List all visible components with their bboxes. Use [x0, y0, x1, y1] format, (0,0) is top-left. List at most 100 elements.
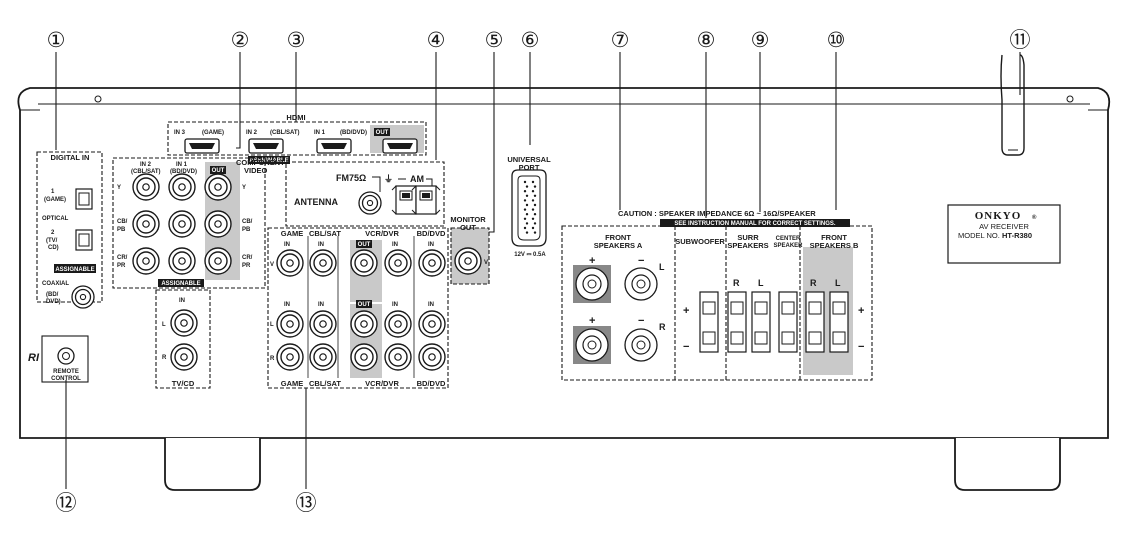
svg-text:IN 1: IN 1 — [314, 130, 326, 136]
svg-text:L: L — [659, 262, 665, 272]
svg-text:IN: IN — [179, 298, 185, 304]
component-out-y-jack[interactable] — [204, 173, 232, 201]
composite-game-video-jack[interactable] — [276, 249, 304, 277]
composite-vcrdvr-video-in-jack[interactable] — [384, 249, 412, 277]
svg-text:R: R — [162, 355, 167, 361]
hdmi-in-1-port[interactable] — [316, 138, 352, 154]
composite-cblsat-audio-l-jack[interactable] — [309, 310, 337, 338]
component-in1-pb-jack[interactable] — [168, 210, 196, 238]
front-b-right-terminals[interactable] — [805, 291, 825, 353]
component-out-pr-jack[interactable] — [204, 247, 232, 275]
svg-text:VCR/DVR: VCR/DVR — [365, 379, 399, 388]
center-speaker-terminals[interactable] — [778, 291, 798, 353]
svg-text:SPEAKERS A: SPEAKERS A — [594, 241, 643, 250]
composite-vcrdvr-audio-out-r-jack[interactable] — [350, 343, 378, 371]
universal-port-pin — [523, 217, 527, 220]
front-a-right-minus-post[interactable] — [624, 328, 658, 362]
universal-port-pin — [525, 185, 529, 188]
universal-port-pin — [533, 185, 537, 188]
fm-antenna-jack[interactable] — [358, 191, 382, 215]
optical-in-1-port[interactable] — [75, 188, 93, 210]
composite-game-audio-l-jack[interactable] — [276, 310, 304, 338]
svg-text:OUT: OUT — [358, 242, 371, 248]
svg-text:IN: IN — [392, 302, 398, 308]
component-in2-pb-jack[interactable] — [132, 210, 160, 238]
front-a-left-plus-post[interactable] — [573, 265, 611, 303]
composite-bddvd-video-jack[interactable] — [418, 249, 446, 277]
svg-text:SPEAKERS: SPEAKERS — [727, 241, 768, 250]
svg-text:IN: IN — [284, 302, 290, 308]
am-label: AM — [410, 174, 424, 184]
component-out-pb-jack[interactable] — [204, 210, 232, 238]
model-badge: ONKYO ® AV RECEIVER MODEL NO. HT-R380 — [947, 204, 1061, 264]
svg-text:IN 2: IN 2 — [140, 162, 152, 168]
component-in1-y-jack[interactable] — [168, 173, 196, 201]
callout-11: ⑪ — [1010, 29, 1031, 52]
caution-text: CAUTION : SPEAKER IMPEDANCE 6Ω ~ 16Ω/SPE… — [618, 209, 816, 218]
composite-vcrdvr-video-out-jack[interactable] — [350, 249, 378, 277]
component-in2-pr-jack[interactable] — [132, 247, 160, 275]
svg-text:TV/CD: TV/CD — [172, 379, 195, 388]
svg-text:PR: PR — [117, 263, 126, 269]
universal-port-pin — [523, 190, 527, 193]
monitor-out-video-jack[interactable] — [454, 247, 482, 275]
hdmi-in-3-port[interactable] — [184, 138, 220, 154]
remote-control-jack[interactable] — [57, 347, 75, 365]
composite-cblsat-video-jack[interactable] — [309, 249, 337, 277]
am-antenna-clip-2[interactable] — [411, 185, 441, 215]
svg-text:PR: PR — [242, 263, 251, 269]
optical-in-2-port[interactable] — [75, 229, 93, 251]
svg-text:R: R — [270, 356, 275, 362]
callout-10: ⑩ — [827, 29, 846, 52]
component-video-section: COMPONENT VIDEO IN 2 (CBL/SAT) IN 1 (BD/… — [112, 157, 285, 289]
composite-bddvd-audio-r-jack[interactable] — [418, 343, 446, 371]
svg-text:CENTER: CENTER — [776, 236, 801, 242]
composite-cblsat-audio-r-jack[interactable] — [309, 343, 337, 371]
coaxial-in-jack[interactable] — [71, 285, 95, 309]
svg-text:(BD/: (BD/ — [46, 292, 59, 298]
component-in1-pr-jack[interactable] — [168, 247, 196, 275]
svg-text:(GAME): (GAME) — [44, 197, 66, 203]
tvcd-audio-l-jack[interactable] — [170, 309, 198, 337]
svg-text:12V ⎓ 0.5A: 12V ⎓ 0.5A — [514, 252, 546, 258]
composite-game-audio-r-jack[interactable] — [276, 343, 304, 371]
hdmi-in-2-port[interactable] — [248, 138, 284, 154]
composite-bddvd-audio-l-jack[interactable] — [418, 310, 446, 338]
universal-port-pin — [523, 226, 527, 230]
svg-text:ASSIGNABLE: ASSIGNABLE — [249, 158, 288, 164]
front-b-left-terminals[interactable] — [829, 291, 849, 353]
subwoofer-terminals[interactable] — [699, 291, 719, 353]
universal-port-connector[interactable] — [511, 169, 547, 247]
monitor-out-section: MONITOR OUT V — [450, 215, 490, 285]
composite-vcrdvr-audio-in-r-jack[interactable] — [384, 343, 412, 371]
foot-left — [164, 438, 261, 491]
composite-vcrdvr-audio-out-l-jack[interactable] — [350, 310, 378, 338]
hdmi-out-port[interactable] — [382, 138, 418, 154]
universal-port-pin — [523, 180, 527, 184]
surround-right-terminals[interactable] — [727, 291, 747, 353]
composite-vcrdvr-audio-in-l-jack[interactable] — [384, 310, 412, 338]
callout-8: ⑧ — [697, 29, 716, 52]
svg-text:ASSIGNABLE: ASSIGNABLE — [161, 281, 200, 287]
tvcd-audio-r-jack[interactable] — [170, 343, 198, 371]
svg-text:IN: IN — [428, 242, 434, 248]
svg-text:FRONT: FRONT — [605, 233, 631, 242]
front-a-left-minus-post[interactable] — [624, 267, 658, 301]
universal-port-pin — [525, 213, 529, 216]
front-a-right-plus-post[interactable] — [573, 326, 611, 364]
svg-text:R: R — [810, 278, 817, 288]
svg-text:GAME: GAME — [281, 379, 304, 388]
svg-text:SPEAKER: SPEAKER — [773, 243, 803, 249]
component-in2-y-jack[interactable] — [132, 173, 160, 201]
svg-text:OUT: OUT — [358, 302, 371, 308]
universal-port-pin — [531, 180, 535, 184]
svg-text:IN: IN — [318, 242, 324, 248]
am-antenna-wire — [1000, 54, 1025, 156]
foot-right — [954, 438, 1061, 491]
svg-text:SURR: SURR — [737, 233, 759, 242]
svg-text:+: + — [858, 305, 864, 317]
ground-symbol: ⏚ — [384, 174, 393, 184]
svg-text:PORT: PORT — [519, 163, 540, 172]
surround-left-terminals[interactable] — [751, 291, 771, 353]
